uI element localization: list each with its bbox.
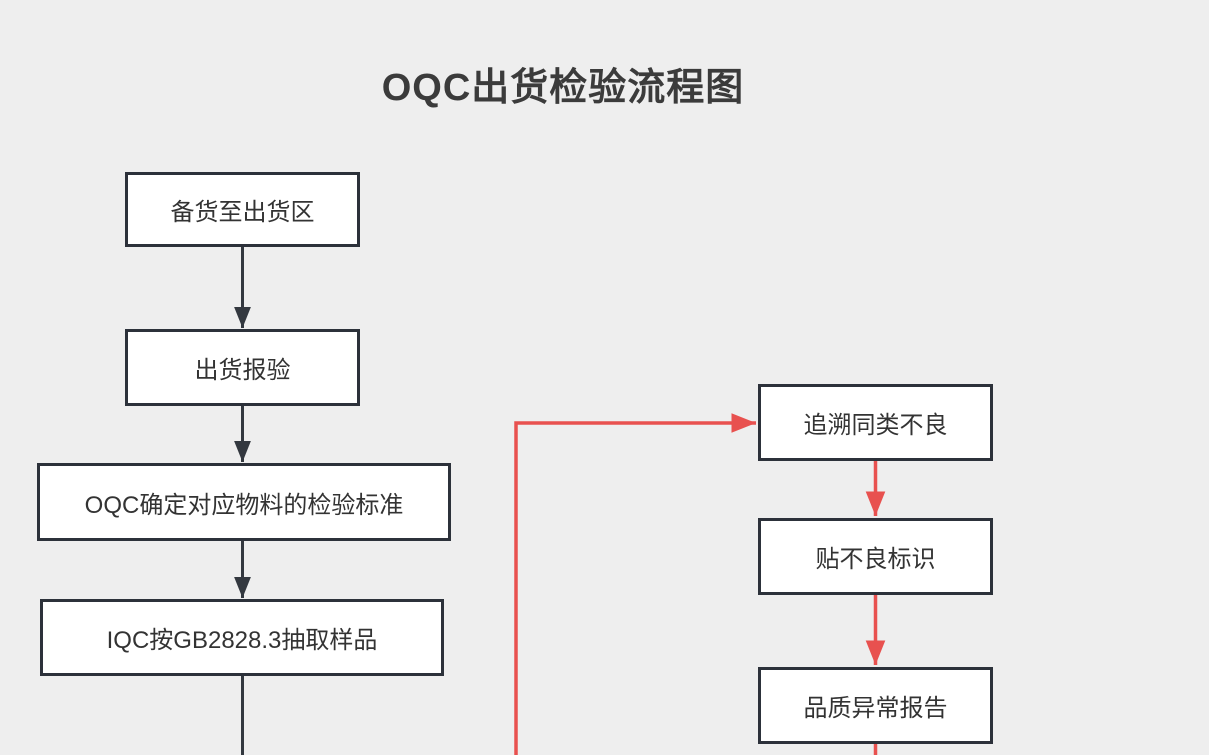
flow-node-oqc-determine-inspection-standard: OQC确定对应物料的检验标准 <box>37 463 451 541</box>
flow-node-quality-abnormality-report: 品质异常报告 <box>758 667 993 744</box>
flow-node-iqc-sampling-gb2828: IQC按GB2828.3抽取样品 <box>40 599 444 676</box>
connector-defect-entry-arrow <box>514 413 756 755</box>
flowchart-title: OQC出货检验流程图 <box>381 67 745 109</box>
flow-node-prepare-goods-to-shipping-area: 备货至出货区 <box>125 172 360 247</box>
flow-node-apply-defect-label: 贴不良标识 <box>758 518 993 595</box>
flow-node-trace-similar-defects: 追溯同类不良 <box>758 384 993 461</box>
flow-node-shipping-inspection-request: 出货报验 <box>125 329 360 406</box>
